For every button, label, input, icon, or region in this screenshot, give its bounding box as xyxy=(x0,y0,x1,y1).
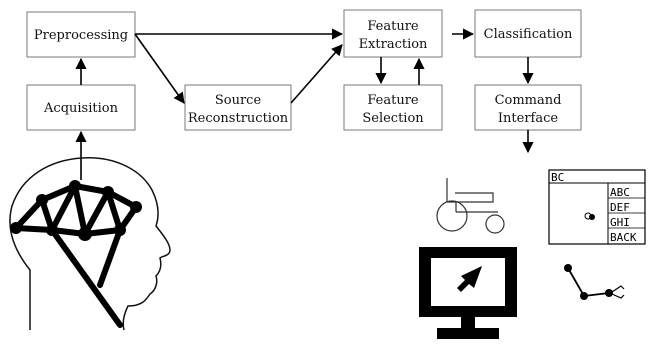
speller-row-2: DEF xyxy=(610,201,630,214)
preprocessing-block: Preprocessing xyxy=(26,11,136,58)
robot-arm-icon xyxy=(564,264,625,300)
classification-label: Classification xyxy=(484,27,573,42)
speller-screen-icon: BC ABC DEF GHI BACK xyxy=(548,169,646,245)
source-reconstruction-label-2: Reconstruction xyxy=(188,111,289,126)
feature-extraction-label-2: Extraction xyxy=(359,37,428,52)
preprocessing-label: Preprocessing xyxy=(34,28,128,43)
speller-typed-text: BC xyxy=(551,171,564,184)
arrow-source-reconstruction-to-feature-extraction xyxy=(290,44,343,104)
speller-row-4: BACK xyxy=(610,231,637,244)
source-reconstruction-label-1: Source xyxy=(215,93,262,108)
classification-block: Classification xyxy=(474,9,582,58)
eeg-head-icon xyxy=(9,157,171,331)
command-interface-label-2: Interface xyxy=(498,111,558,126)
speller-row-1: ABC xyxy=(610,186,630,199)
monitor-cursor-icon xyxy=(419,247,517,339)
feature-extraction-block: Feature Extraction xyxy=(343,9,443,58)
acquisition-block: Acquisition xyxy=(26,84,136,131)
feature-selection-block: Feature Selection xyxy=(343,84,443,131)
command-interface-label-1: Command xyxy=(495,93,562,108)
speller-row-3: GHI xyxy=(610,216,630,229)
source-reconstruction-block: Source Reconstruction xyxy=(184,84,292,131)
command-interface-block: Command Interface xyxy=(474,84,582,131)
feature-selection-label-1: Feature xyxy=(367,93,419,108)
wheelchair-icon xyxy=(436,178,505,234)
acquisition-label: Acquisition xyxy=(43,101,119,116)
feature-selection-label-2: Selection xyxy=(362,111,424,126)
arrow-preprocessing-to-source-reconstruction xyxy=(134,33,185,104)
feature-extraction-label-1: Feature xyxy=(367,19,419,34)
